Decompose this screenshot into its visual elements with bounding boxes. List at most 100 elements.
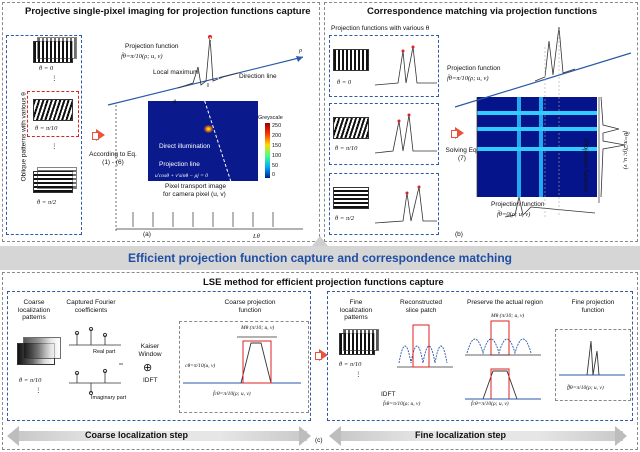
- b-right-curve: [600, 96, 626, 198]
- fourier-stems: [69, 327, 123, 396]
- coarse-peak: [240, 342, 272, 384]
- fine-pf-label: Fine projection function: [571, 299, 615, 314]
- panel-c: LSE method for efficient projection func…: [2, 272, 638, 450]
- theta-0-label: θ = 0: [39, 65, 54, 72]
- coarse-theta-label: θ = π/10: [19, 377, 42, 384]
- colorbar-ticks: 250 200 150 100 50 0: [272, 123, 281, 179]
- ellipsis-a1: ⋮: [51, 75, 58, 82]
- colorbar-tick: 200: [272, 132, 282, 139]
- coarse-pf-box: [179, 321, 309, 413]
- greyscale-label: Greyscale: [258, 115, 283, 121]
- rho-label: ρ: [299, 47, 303, 54]
- b-bottom-curve: [504, 196, 596, 218]
- panel-b-axes: [454, 26, 632, 218]
- coarse-step-label: Coarse localization step: [85, 430, 189, 440]
- fine-ellipsis: ⋮: [355, 371, 362, 378]
- reconstructed-slice-label: Reconstructed slice patch: [400, 299, 442, 314]
- coarse-step-arrowhead-right: [299, 426, 311, 446]
- theta-axis-label: θ: [173, 99, 177, 106]
- arrow-b: [451, 127, 464, 139]
- b-pf-bottom: Projection function: [491, 201, 545, 208]
- pixel-transport-label-1: Pixel transport image: [165, 183, 227, 190]
- pattern-stack: [6, 35, 82, 235]
- projection-function-label: Projection function: [125, 43, 179, 50]
- pf-formula-a: f̄θ=π/10(ρ; u, v): [121, 53, 163, 60]
- pf-stack-2: [329, 103, 439, 165]
- fine-ff-label: f̄fθ=π/10(ρ; u, v): [567, 385, 604, 391]
- l-theta-label: Lθ: [253, 233, 260, 240]
- fine-theta-label: θ = π/10: [339, 361, 362, 368]
- b-pf-bottom-formula: f̄θ=0(ρ; u, v): [497, 211, 531, 218]
- b-pf-right-formula: f̄θ=π/2(ρ; u, v): [622, 131, 629, 170]
- banner-arrow-left: [312, 236, 328, 246]
- b-pattern-0: [333, 49, 369, 71]
- fine-subpanel: [327, 291, 633, 421]
- b-pf-top-formula: f̄θ=π/10(ρ; u, v): [447, 75, 489, 82]
- fine-fc-label: f̄cθ=π/10(ρ; u, v): [471, 401, 509, 407]
- rho-arrowhead: [296, 56, 303, 62]
- fine-idft-label: IDFT: [381, 391, 396, 398]
- according-to-label: According to Eq. (1) - (6): [89, 151, 137, 166]
- panel-a: Projective single-pixel imaging for proj…: [2, 2, 320, 242]
- b-top-axis: [454, 52, 632, 108]
- panel-c-label: (c): [315, 437, 323, 444]
- preserve-region-plot: [465, 320, 541, 400]
- coarse-m-label: Mθ (π/10; u, v): [241, 325, 275, 331]
- panel-b: Correspondence matching via projection f…: [324, 2, 638, 242]
- b-theta-pi10: θ = π/10: [335, 145, 358, 152]
- local-maximum-label: Local maximum: [153, 69, 199, 76]
- panel-c-title: LSE method for efficient projection func…: [203, 277, 444, 288]
- fine-pf-plot: [559, 340, 625, 376]
- mini-curve-2: [374, 114, 437, 154]
- plus-icon: ⊕: [143, 362, 153, 374]
- coarse-subpanel: [7, 291, 311, 421]
- correspondence-grid: [477, 97, 597, 197]
- coarse-pf-label: Coarse projection function: [224, 299, 276, 314]
- colorbar-tick: 250: [272, 123, 282, 129]
- panel-b-title: Correspondence matching via projection f…: [367, 6, 598, 17]
- coarse-patterns-label: Coarse localization patterns: [17, 299, 51, 321]
- coarse-f-label: f̄cθ=π/10(ρ; u, v): [213, 391, 251, 397]
- coarse-pattern-2: [23, 337, 61, 359]
- pattern-theta-pi2-back: [37, 167, 77, 189]
- arrow-c: [315, 349, 328, 361]
- selected-pattern-box: [27, 91, 79, 137]
- fine-peak: [586, 340, 600, 376]
- theta-pi10-label: θ = π/10: [35, 125, 58, 132]
- illumination-arrows: [132, 212, 274, 227]
- colorbar-tick: 0: [272, 172, 276, 179]
- projection-line-label: Projection line: [159, 161, 200, 168]
- projection-curve-a: [177, 36, 239, 89]
- b-theta-0: θ = 0: [337, 79, 352, 86]
- coarse-window: [242, 340, 272, 384]
- fine-step-label: Fine localization step: [415, 430, 507, 440]
- panel-b-label: (b): [455, 231, 463, 238]
- coarse-idft-label: IDFT: [143, 377, 158, 384]
- coarse-pf-plot: [183, 336, 301, 384]
- pattern-theta-0-back: [37, 37, 77, 59]
- pf-stack-3: [329, 173, 439, 235]
- captured-fourier-label: Captured Fourier coefficients: [66, 299, 116, 314]
- fine-step-arrowhead-left: [329, 426, 341, 446]
- direction-line-label: Direction line: [239, 73, 277, 80]
- mini-curve-1: [374, 46, 437, 86]
- line-equation: u'cosθ + v'sinθ − ρj = 0: [155, 173, 208, 179]
- b-pf-top: Projection function: [447, 65, 501, 72]
- panel-b-mini-plots: [374, 45, 437, 224]
- panel-a-label: (a): [143, 231, 151, 238]
- coarse-c-label: cθ=π/10(u, v): [185, 363, 216, 369]
- colorbar: [265, 123, 270, 178]
- pattern-theta-pi10: [33, 99, 73, 121]
- direct-illumination-label: Direct illumination: [159, 143, 211, 150]
- colorbar-tick: 100: [272, 152, 282, 159]
- slice-patch-plot: [397, 324, 453, 368]
- arrow-a: [92, 129, 105, 141]
- solving-label: Solving Eq. (7): [445, 147, 479, 162]
- fine-pattern-2: [343, 329, 379, 351]
- fine-m-label: Mθ (π/10; u, v): [491, 313, 525, 319]
- fine-fs-label: f̄sθ=π/10(ρ; u, v): [383, 401, 421, 407]
- b-pf-right: Projection function: [582, 139, 589, 193]
- fine-pf-box: [555, 329, 631, 401]
- b-theta-pi2: θ = π/2: [335, 215, 355, 222]
